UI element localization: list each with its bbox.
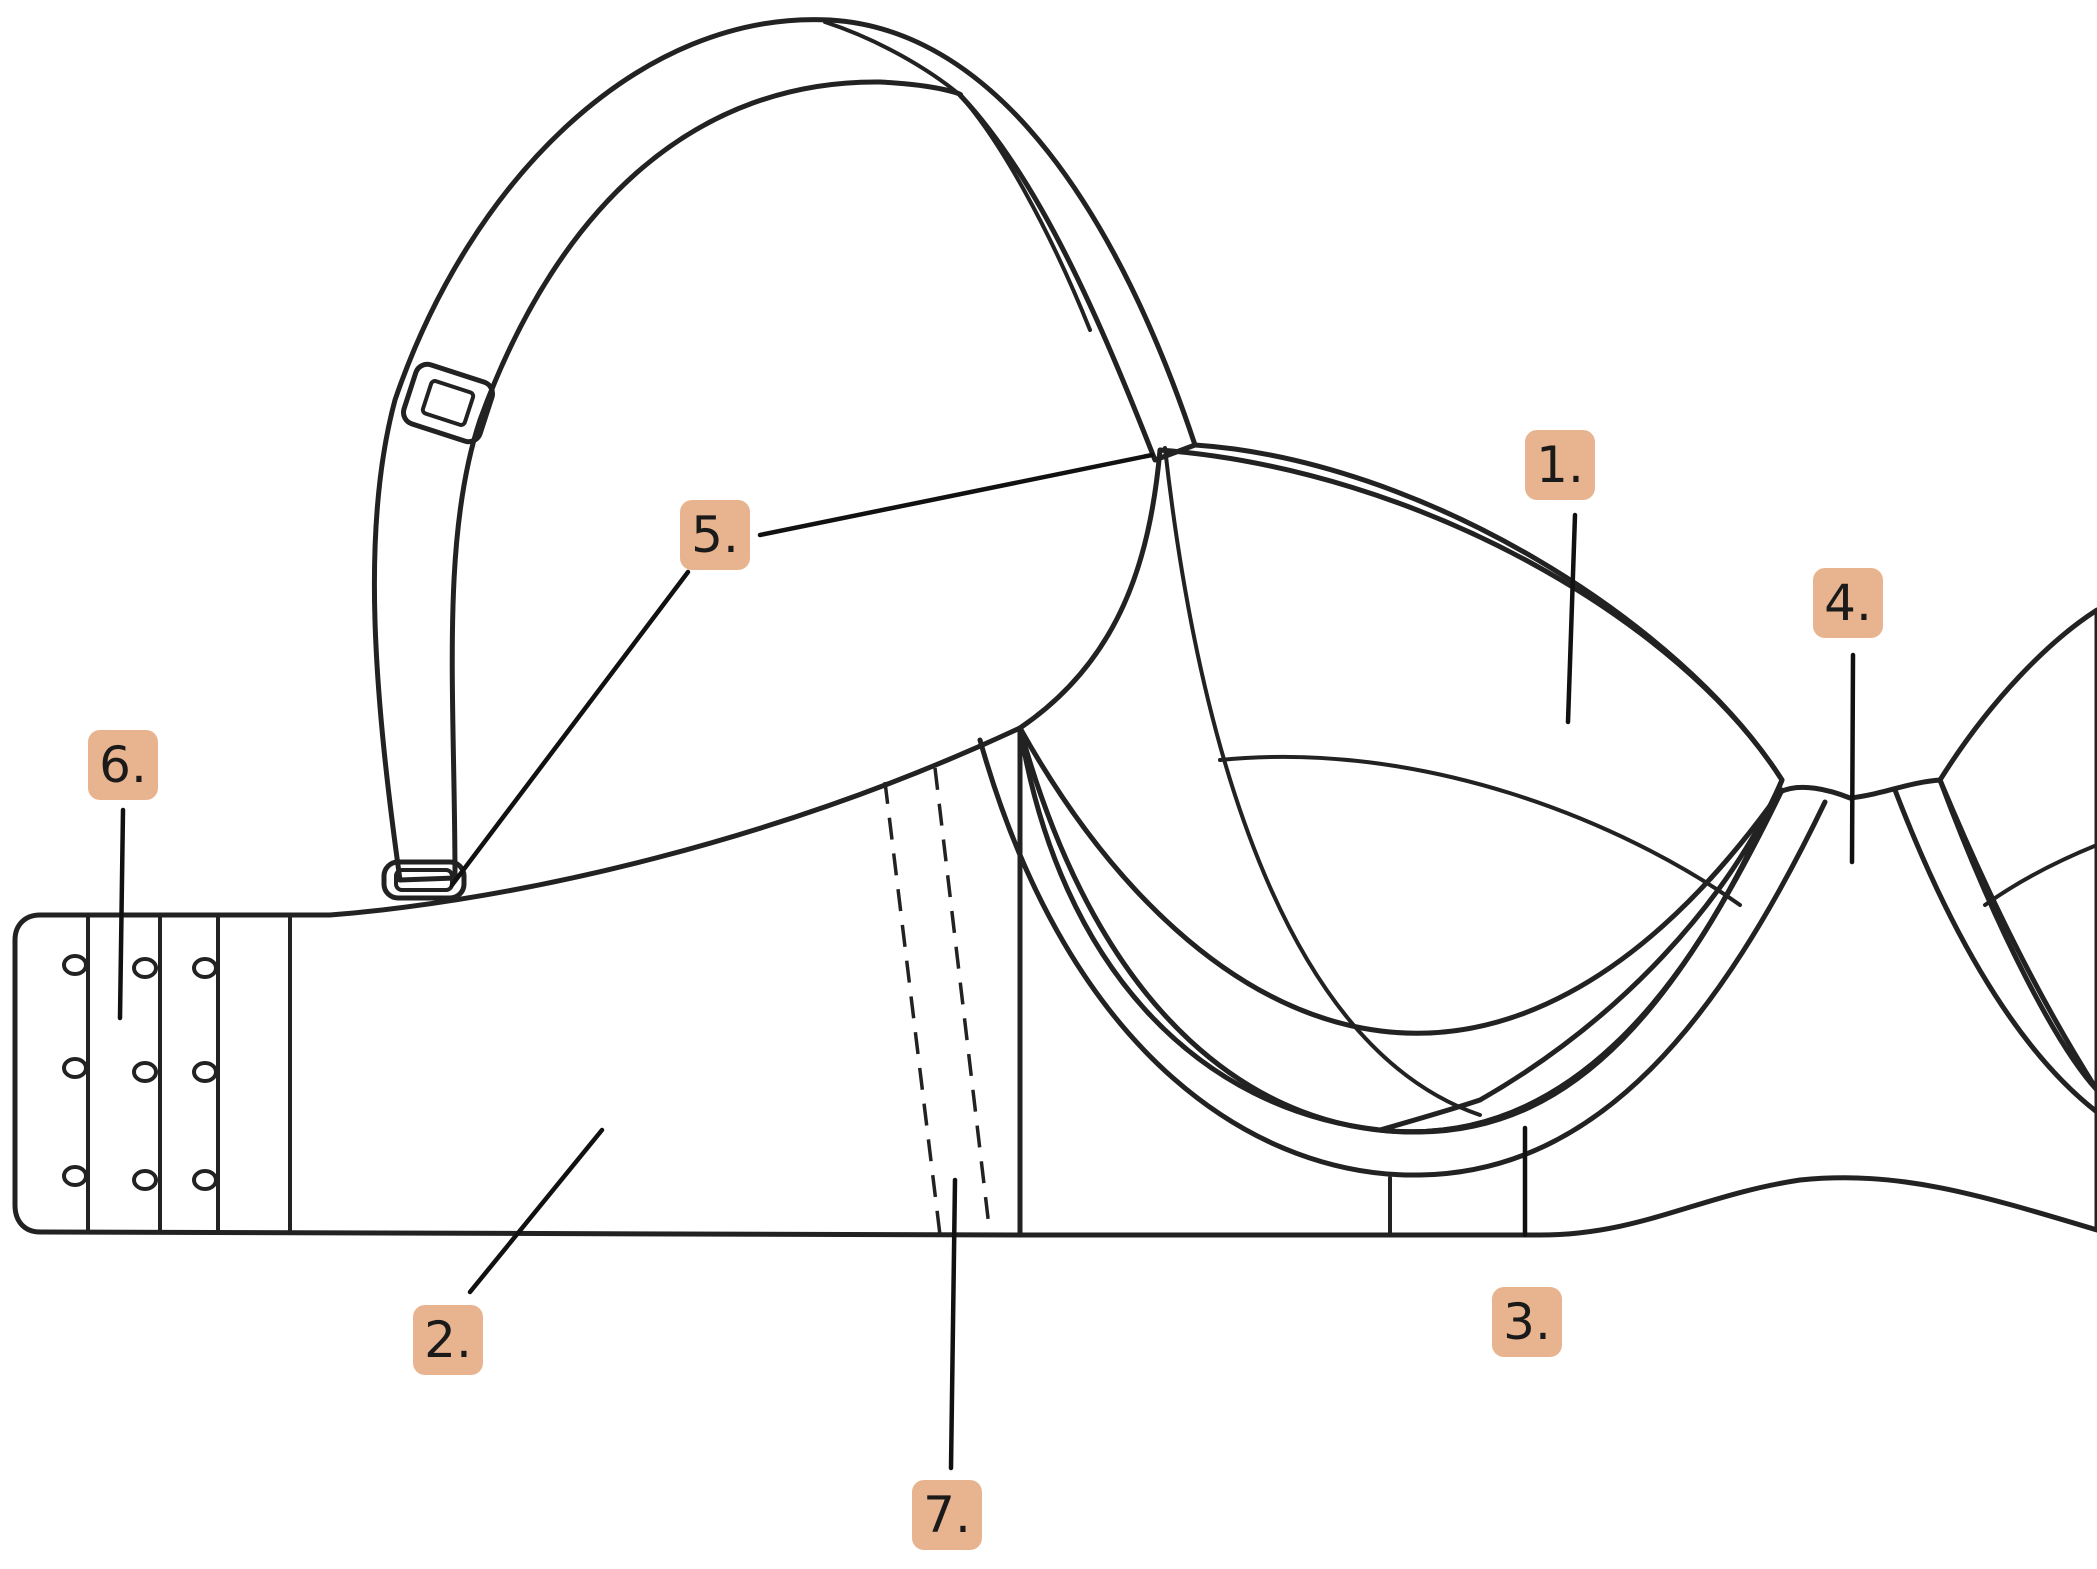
callout-label-6: 6.	[99, 736, 147, 794]
callout-2: 2.	[413, 1305, 483, 1375]
callout-3: 3.	[1492, 1287, 1562, 1357]
callout-6: 6.	[88, 730, 158, 800]
underwire-channel	[977, 725, 1828, 1178]
center-gore	[1017, 725, 2097, 1238]
callout-label-3: 3.	[1503, 1293, 1551, 1351]
callout-label-7: 7.	[923, 1486, 971, 1544]
leader-line-5b	[449, 569, 691, 888]
callout-badge-4	[1813, 568, 1883, 638]
side-boning-stitching	[883, 767, 992, 1236]
callout-label-4: 4.	[1824, 574, 1872, 632]
cup	[1017, 442, 1785, 1135]
callout-badge-1	[1525, 430, 1595, 500]
callout-badge-6	[88, 730, 158, 800]
leader-line-4	[1849, 652, 1856, 865]
leader-line-5a	[757, 452, 1155, 538]
leader-line-7	[948, 1177, 958, 1471]
callout-badge-7	[912, 1480, 982, 1550]
leader-line-1	[1565, 512, 1578, 725]
hook-and-eye-closure	[62, 916, 292, 1234]
callout-1: 1.	[1525, 430, 1595, 500]
callout-5: 5.	[680, 500, 750, 570]
strap-ring-icon	[381, 859, 467, 901]
callout-badge-5	[680, 500, 750, 570]
strap-adjuster-icon	[400, 361, 496, 445]
shoulder-strap	[371, 17, 1198, 883]
second-cup	[1892, 607, 2097, 1115]
callout-label-1: 1.	[1536, 436, 1584, 494]
leader-line-2	[467, 1127, 605, 1295]
callout-4: 4.	[1813, 568, 1883, 638]
callout-badge-2	[413, 1305, 483, 1375]
callout-badge-3	[1492, 1287, 1562, 1357]
leader-line-6	[117, 807, 126, 1021]
callout-label-2: 2.	[424, 1311, 472, 1369]
hook-eye-icon	[62, 954, 218, 1191]
callout-7: 7.	[912, 1480, 982, 1550]
callout-label-5: 5.	[691, 506, 739, 564]
band	[12, 725, 1023, 1238]
leader-lines	[117, 452, 1856, 1471]
